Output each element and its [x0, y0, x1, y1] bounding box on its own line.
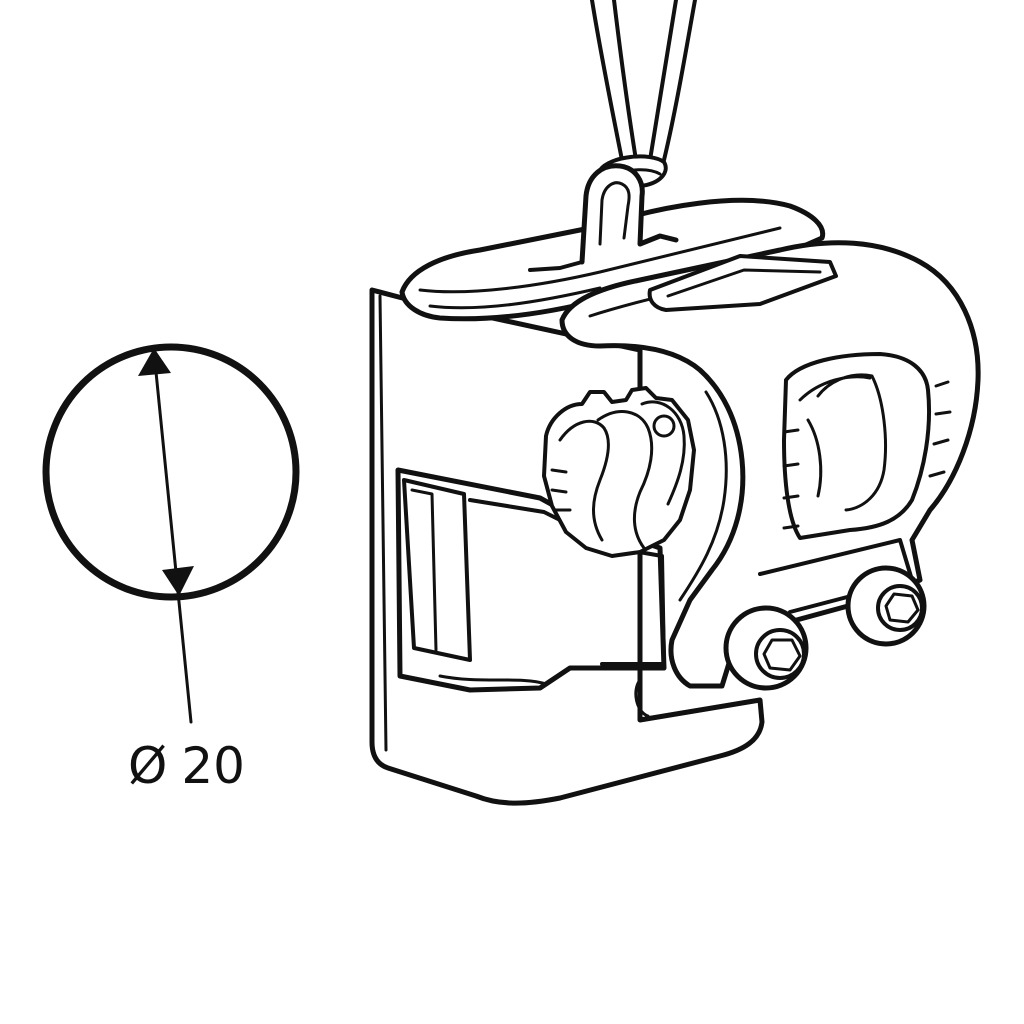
diameter-arrow-bottom-icon — [162, 566, 194, 596]
tube-cross-section-circle — [42, 343, 300, 601]
ratchet-mechanism — [542, 386, 696, 558]
hex-bolt-rear-icon — [845, 565, 927, 647]
hex-bolt-front-icon — [723, 605, 809, 691]
diameter-arrow-top-icon — [138, 348, 171, 376]
left-housing-plate — [369, 287, 765, 806]
jaw-top-slot — [647, 254, 838, 312]
diameter-symbol: Ø — [128, 737, 167, 795]
jaw-tick-marks — [782, 380, 952, 530]
suspension-cord — [590, 0, 697, 189]
strap-slot — [402, 478, 472, 662]
diameter-line — [152, 350, 193, 724]
clamp-body — [369, 163, 981, 806]
diameter-value: 20 — [181, 737, 245, 795]
